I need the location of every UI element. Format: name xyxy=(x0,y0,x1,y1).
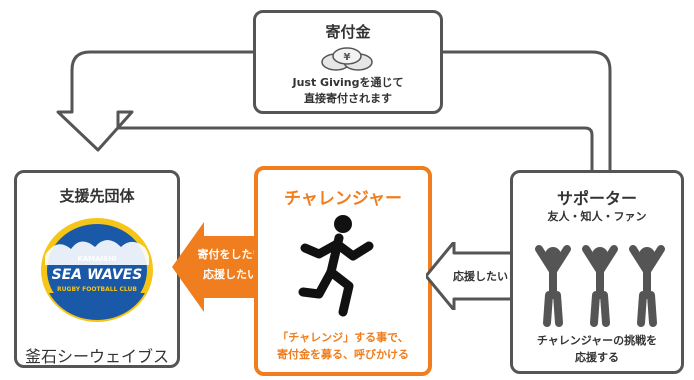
logo-top-text: KAMAISHI xyxy=(77,255,116,263)
support-org-box: 支援先団体 KAMAISHI SEA WAVES RUGBY FOOTBALL … xyxy=(14,170,180,368)
challenger-desc-line2: 寄付金を募る、呼びかける xyxy=(277,348,409,361)
arrow-to-org xyxy=(172,222,272,312)
support-org-caption: 釜石シーウェイブス xyxy=(24,347,169,366)
supporter-title: サポーター xyxy=(556,189,637,208)
svg-text:¥: ¥ xyxy=(344,52,351,63)
challenger-box: チャレンジャー 「チャレンジ」する事で、 寄付金を募る、呼びかける xyxy=(254,166,432,376)
running-person-icon xyxy=(298,215,374,317)
support-org-title: 支援先団体 xyxy=(59,187,135,205)
donation-desc-line2: 直接寄付されます xyxy=(304,92,392,105)
donation-desc-line1: Just Givingを通じて xyxy=(292,76,404,89)
donation-title: 寄付金 xyxy=(325,23,371,41)
supporter-box: サポーター 友人・知人・ファン チャレンジャーの挑戦を 応援する xyxy=(510,170,684,374)
logo-sub-text: RUGBY FOOTBALL CLUB xyxy=(57,286,137,293)
supporter-desc-line1: チャレンジャーの挑戦を xyxy=(536,334,658,347)
challenger-title: チャレンジャー xyxy=(284,189,402,209)
coins-icon: ¥ xyxy=(321,47,373,71)
sea-waves-logo: KAMAISHI SEA WAVES RUGBY FOOTBALL CLUB xyxy=(41,218,153,322)
logo-main-text: SEA WAVES xyxy=(52,267,143,283)
donation-box: 寄付金 ¥ Just Givingを通じて 直接寄付されます xyxy=(253,10,443,114)
cheering-people-icon xyxy=(535,245,665,327)
supporter-subtitle: 友人・知人・ファン xyxy=(547,210,647,223)
arrow-to-org-line2: 応援したい！ xyxy=(203,268,269,281)
challenger-desc-line1: 「チャレンジ」する事で、 xyxy=(277,331,409,344)
supporter-desc-line2: 応援する xyxy=(575,351,619,364)
arrow-to-challenger-label: 応援したい！ xyxy=(453,270,519,283)
